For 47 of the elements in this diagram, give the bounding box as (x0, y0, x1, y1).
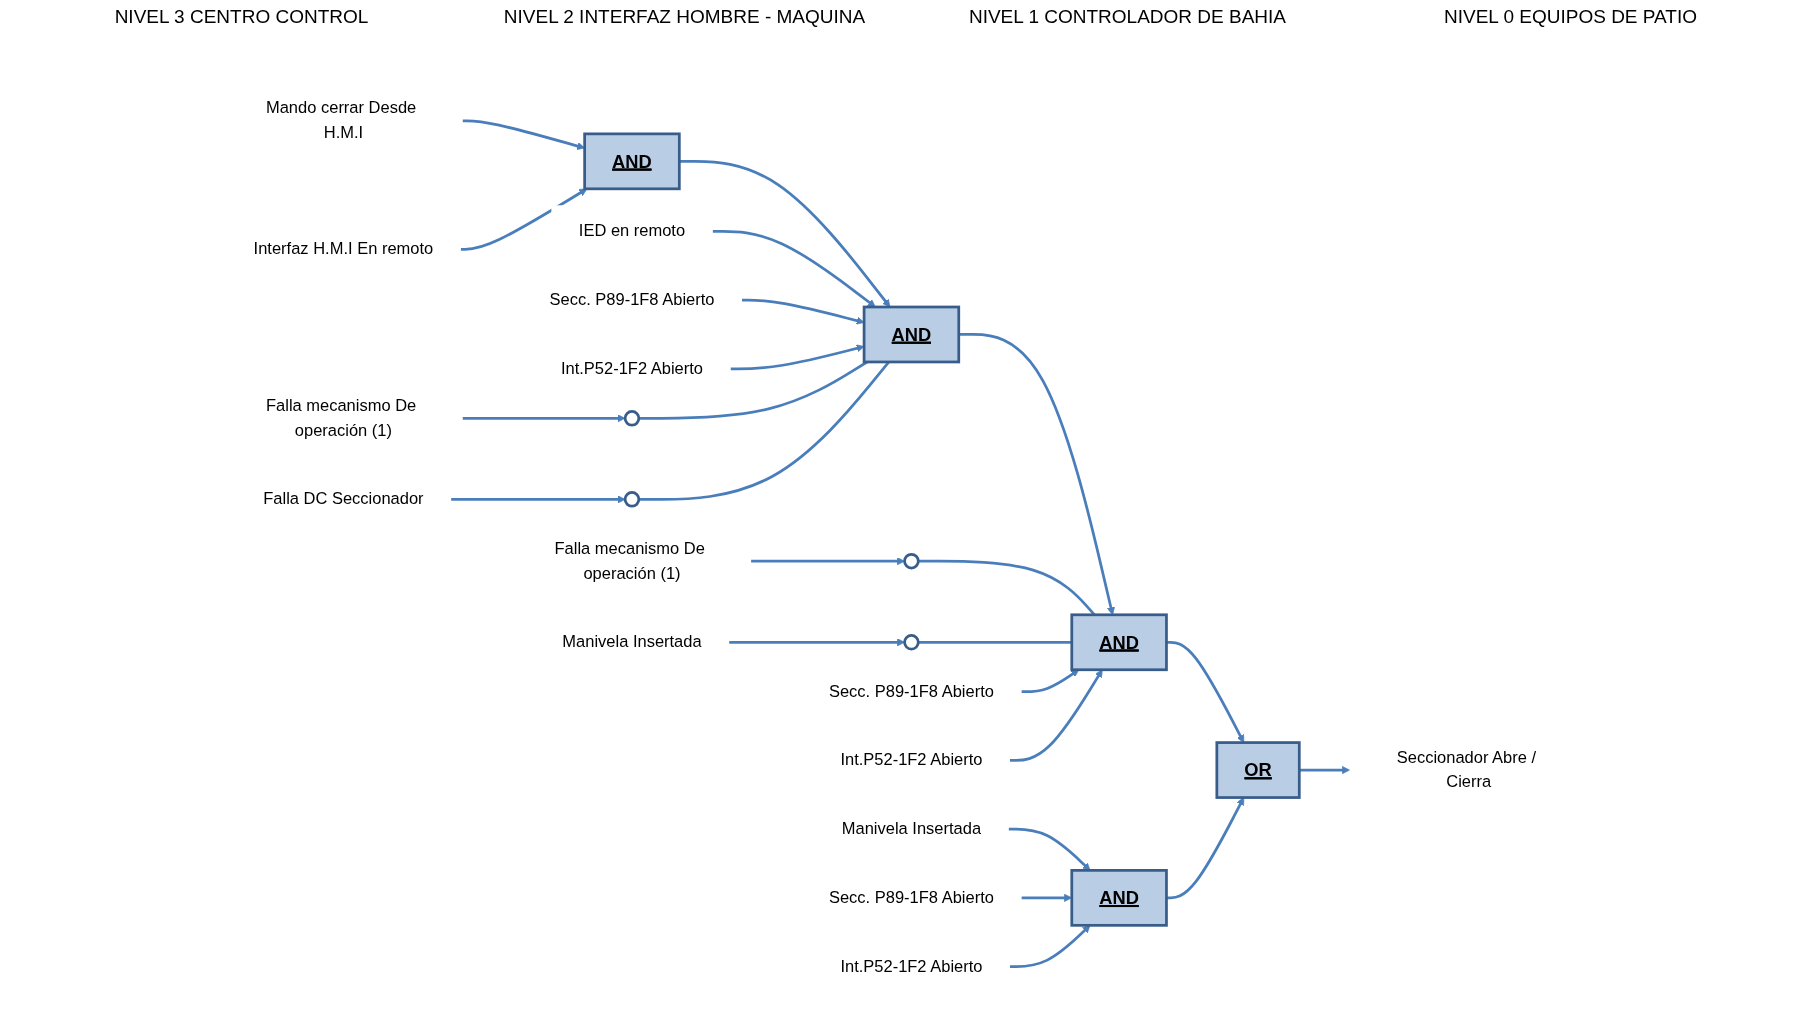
node-text: Falla mecanismo De operación (1) (265, 396, 417, 440)
connector (638, 360, 868, 420)
node-box: AND (1070, 613, 1168, 672)
arrow (1021, 669, 1080, 694)
node-text: IED en remoto (578, 221, 686, 241)
connector (918, 640, 1072, 644)
arrow (451, 495, 626, 504)
node-circle (623, 491, 641, 508)
level-heading: NIVEL 2 INTERFAZ HOMBRE - MAQUINA (502, 6, 867, 29)
arrow (750, 557, 905, 566)
node-text: Manivela Insertada (841, 819, 981, 838)
arrow (712, 230, 876, 308)
node-circle (903, 552, 920, 570)
node-box: AND (583, 132, 681, 191)
node-text: Secc. P89-1F8 Abierto (828, 888, 994, 907)
level-heading: NIVEL 0 EQUIPOS DE PATIO (1442, 6, 1698, 29)
arrow (462, 414, 626, 423)
node-box: AND (862, 305, 961, 364)
node-text: Secc. P89-1F8 Abierto (549, 290, 715, 309)
arrow (1009, 669, 1103, 762)
node-text: Secc. P89-1F8 Abierto (828, 682, 994, 701)
node-text: Falla mecanismo De operación (1) (554, 539, 705, 583)
node-circle (903, 634, 920, 651)
arrow (729, 638, 905, 647)
node-text: Int.P52-1F2 Abierto (840, 750, 983, 770)
arrow (730, 344, 865, 371)
node-text: Manivela Insertada (562, 632, 702, 651)
arrow (679, 159, 891, 308)
node-box: AND (1070, 869, 1168, 927)
arrow (1166, 797, 1245, 900)
arrow (1299, 766, 1350, 775)
arrow (1008, 827, 1091, 871)
node-text: Interfaz H.M.I En remoto (253, 239, 434, 258)
level-heading: NIVEL 3 CENTRO CONTROL (113, 6, 370, 29)
node-text: Int.P52-1F2 Abierto (840, 956, 983, 976)
node-text: Mando cerrar Desde H.M.I (265, 98, 417, 142)
node-box: OR (1215, 741, 1301, 799)
node-text: Int.P52-1F2 Abierto (560, 359, 703, 378)
arrow (460, 188, 588, 251)
level-heading: NIVEL 1 CONTROLADOR DE BAHIA (967, 6, 1288, 29)
arrow (462, 119, 585, 150)
arrow (1166, 640, 1245, 743)
node-circle (623, 410, 641, 427)
arrow (741, 298, 865, 325)
node-text: Falla DC Seccionador (263, 489, 424, 509)
node-text: Seccionador Abre / Cierra (1396, 748, 1537, 792)
connector (638, 361, 890, 501)
